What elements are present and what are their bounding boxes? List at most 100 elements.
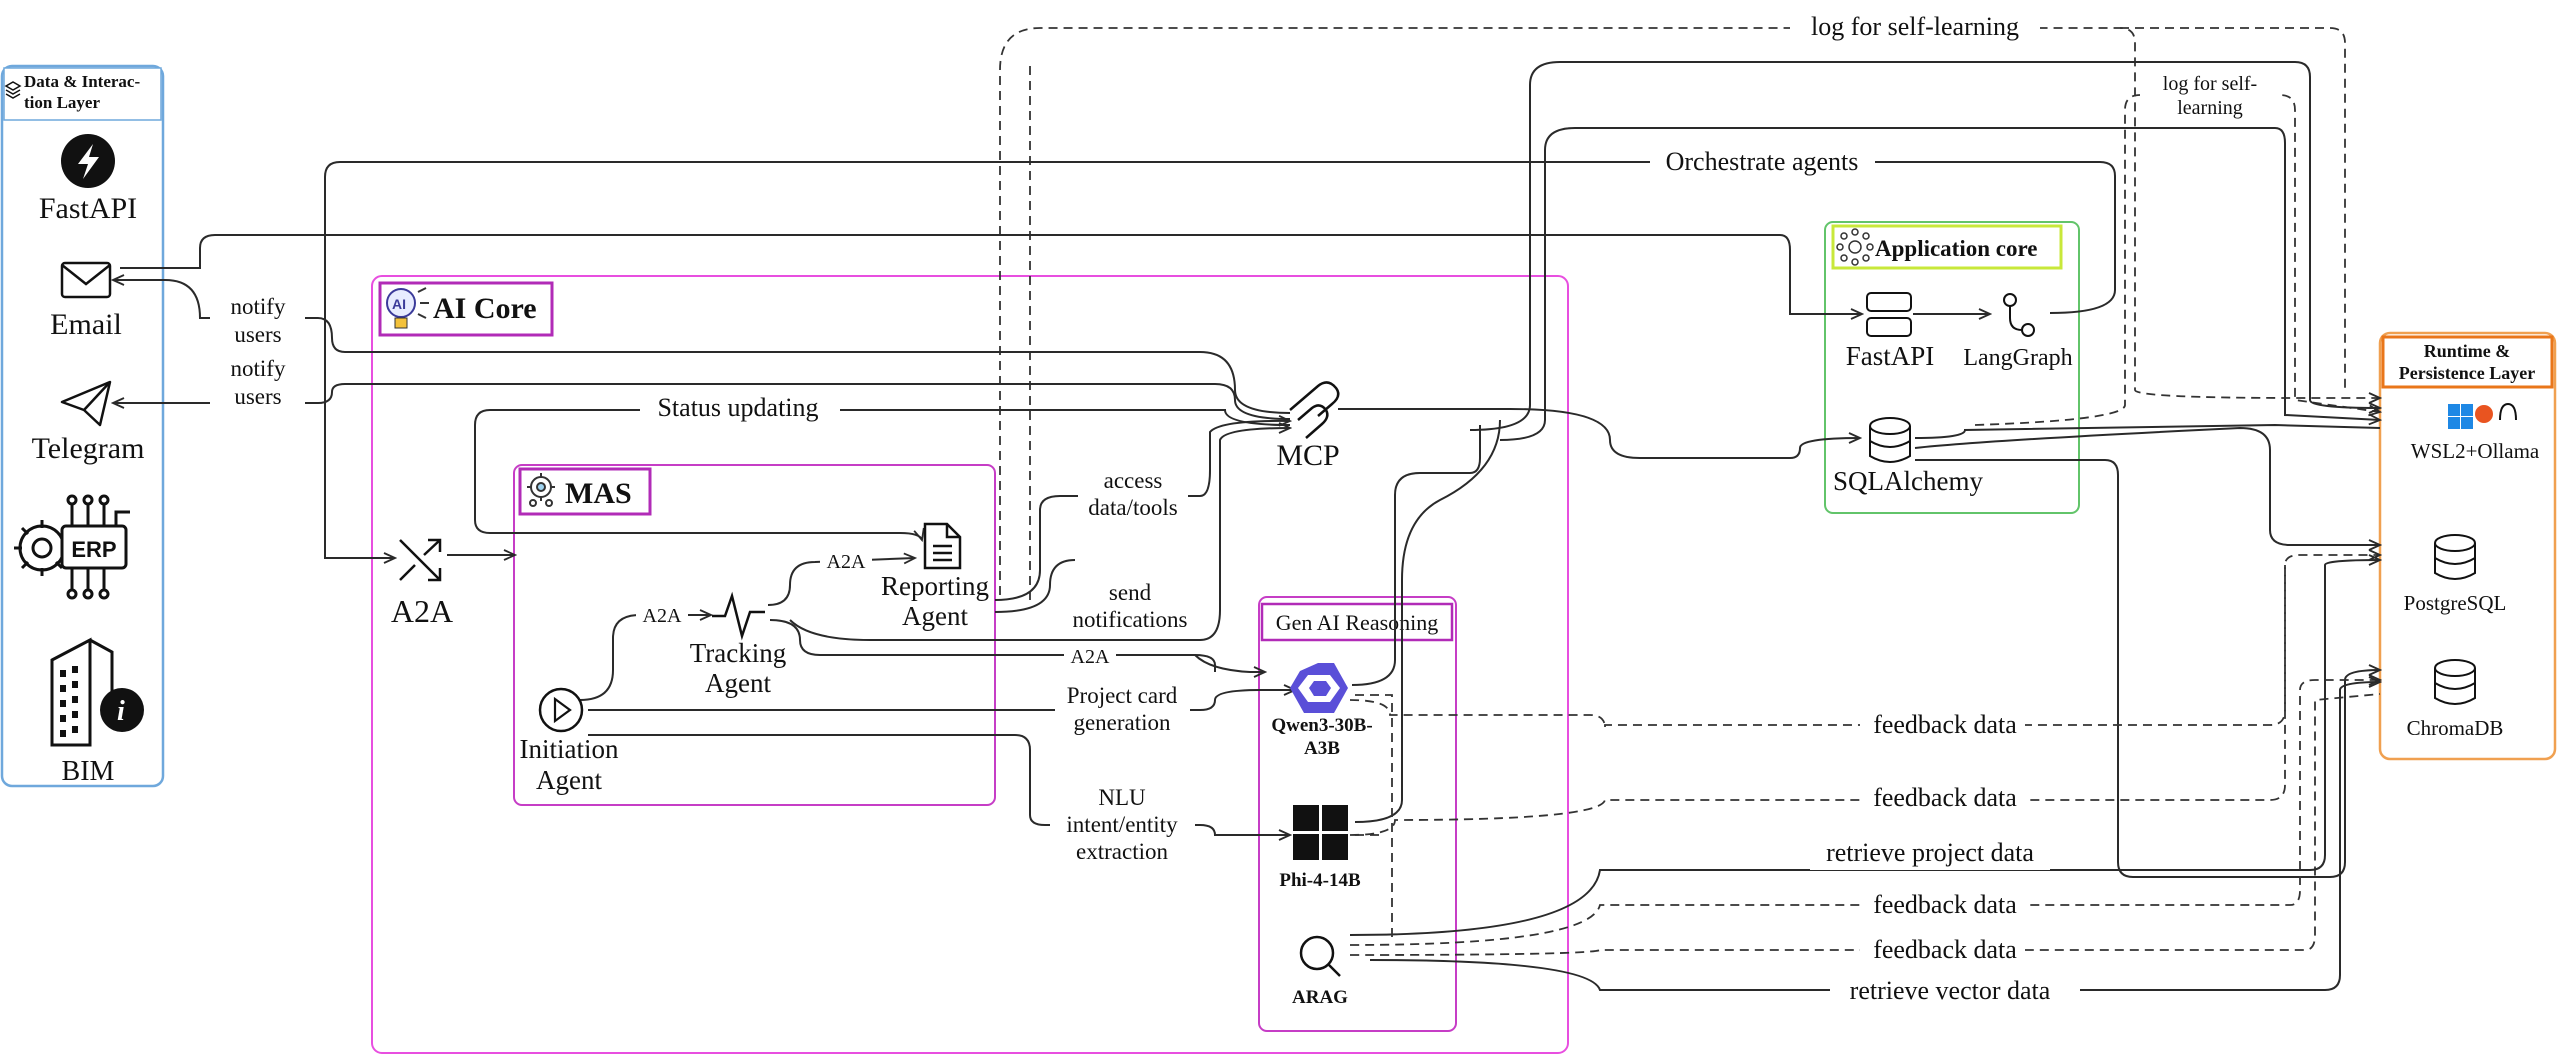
notify-users-telegram-line1: notify	[231, 356, 286, 381]
initiation-agent-line1: Initiation	[520, 734, 619, 764]
play-icon	[538, 687, 584, 733]
bim-label: BIM	[62, 756, 115, 787]
phi-to-mcp-edge	[1354, 419, 1501, 823]
a2a-label-tracking: A2A	[643, 605, 682, 627]
svg-text:AI: AI	[392, 296, 406, 312]
phi-label: Phi-4-14B	[1279, 870, 1361, 891]
search-icon	[1299, 935, 1341, 977]
tracking-to-qwen-edge	[769, 619, 1216, 672]
layers-icon	[4, 81, 22, 99]
gen-ai-box	[1258, 596, 1457, 1032]
nlu-edge	[588, 734, 1290, 835]
email-label: Email	[50, 308, 122, 341]
sqlalchemy-to-chroma-edge	[1915, 459, 2380, 878]
status-updating-label: Status updating	[657, 393, 818, 422]
svg-text:i: i	[117, 696, 125, 727]
retrieve-vector-data-label: retrieve vector data	[1850, 976, 2051, 1005]
notify-users-telegram-line2: users	[234, 384, 281, 409]
mcp-to-sqlalchemy-edge	[1338, 408, 1860, 459]
nlu-line1: NLU	[1098, 785, 1146, 810]
log-self-learning-edge	[999, 27, 2380, 595]
data-interaction-title-line1: Data & Interac-	[24, 72, 140, 91]
qwen-to-mcp-edge	[1351, 425, 1481, 686]
qwen-label-line1: Qwen3-30B-	[1271, 715, 1372, 736]
runtime-edge-2	[1499, 127, 2380, 441]
feedback-phi-edge	[1349, 565, 2286, 836]
chromadb-label: ChromaDB	[2407, 716, 2504, 740]
orchestrate-agents-label: Orchestrate agents	[1666, 147, 1859, 176]
data-interaction-layer-box	[0, 64, 165, 788]
initiation-agent-line2: Agent	[536, 765, 602, 795]
gen-ai-title-box	[1260, 602, 1454, 642]
gen-ai-title: Gen AI Reasoning	[1276, 610, 1439, 635]
sqlalchemy-to-postgres-edge	[1914, 426, 2380, 545]
data-interaction-title-box	[3, 67, 162, 121]
database-icon	[1869, 417, 1911, 463]
feedback-data-label-3: feedback data	[1873, 890, 2017, 919]
postgres-database-icon	[2434, 534, 2476, 580]
mcp-link-icon	[1289, 381, 1340, 439]
postgresql-label: PostgreSQL	[2404, 591, 2507, 615]
runtime-title-box	[2381, 335, 2554, 389]
wsl-ollama-label: WSL2+Ollama	[2411, 439, 2540, 463]
log-self-learning-label: log for self-learning	[1811, 12, 2019, 41]
qwen-input-dash	[1355, 694, 1393, 940]
status-updating-edge	[474, 409, 1291, 540]
notify-users-telegram-edge	[113, 383, 1291, 420]
access-data-tools-edge-2	[994, 559, 1076, 613]
bim-building-icon: i	[50, 637, 144, 747]
telegram-icon	[60, 380, 112, 427]
a2a-shuffle-icon	[399, 538, 442, 582]
runtime-title-line1: Runtime &	[2424, 341, 2511, 361]
phi-microsoft-icon	[1293, 805, 1348, 860]
chroma-database-icon	[2434, 659, 2476, 705]
retrieve-project-data-label: retrieve project data	[1826, 838, 2034, 867]
fastapi-icon	[61, 134, 115, 188]
project-card-line2: generation	[1073, 710, 1171, 735]
project-card-edge	[588, 690, 1295, 711]
feedback-data-label-1: feedback data	[1873, 710, 2017, 739]
retrieve-project-data-edge	[1349, 560, 2380, 936]
orchestrate-agents-edge	[324, 161, 2116, 558]
wsl-ollama-icon	[2448, 402, 2517, 429]
qwen-label-line2: A3B	[1304, 738, 1340, 759]
application-core-box	[1824, 221, 2080, 514]
telegram-label: Telegram	[32, 432, 145, 465]
feedback-qwen-edge	[1349, 555, 2380, 729]
qwen-logo-icon	[1290, 663, 1348, 713]
runtime-top-edge	[1469, 61, 2380, 431]
send-notifications-line1: send	[1109, 580, 1152, 605]
notify-users-email-line1: notify	[231, 294, 286, 319]
access-data-tools-edge	[994, 421, 1290, 601]
fastapi-to-app-fastapi-edge	[120, 234, 1862, 314]
log-self-learning-small-line2: learning	[2177, 97, 2243, 119]
application-core-title-box	[1831, 224, 2063, 270]
document-icon	[923, 522, 962, 570]
runtime-title-line2: Persistence Layer	[2399, 363, 2535, 383]
data-interaction-title-line2: tion Layer	[24, 93, 100, 112]
notify-users-email-edge	[113, 280, 1291, 414]
initiation-to-tracking-edge	[579, 615, 711, 701]
sqlalchemy-label: SQLAlchemy	[1833, 466, 1983, 496]
send-notifications-line2: notifications	[1073, 607, 1188, 632]
nlu-line2: intent/entity	[1066, 812, 1178, 837]
nlu-line3: extraction	[1076, 839, 1168, 864]
tracking-to-reporting-edge	[767, 558, 915, 606]
tracking-to-qwen-edge-2	[1194, 654, 1265, 672]
reporting-agent-line1: Reporting	[881, 571, 989, 601]
feedback-arag-edge-2	[1349, 693, 2381, 956]
mas-title: MAS	[565, 477, 632, 510]
notify-users-email-line2: users	[234, 322, 281, 347]
application-core-title: Application core	[1875, 236, 2037, 261]
a2a-label-qwen: A2A	[1071, 646, 1110, 668]
mcp-label: MCP	[1276, 439, 1339, 472]
log-self-learning-small-line1: log for self-	[2163, 73, 2257, 95]
access-data-tools-line2: data/tools	[1088, 495, 1177, 520]
ai-core-title: AI Core	[433, 292, 537, 325]
runtime-layer-box	[2378, 331, 2557, 761]
fastapi-label: FastAPI	[39, 192, 137, 225]
langgraph-label: LangGraph	[1963, 345, 2072, 371]
feedback-data-label-2: feedback data	[1873, 783, 2017, 812]
log-self-learning-small-edge	[1974, 94, 2380, 426]
